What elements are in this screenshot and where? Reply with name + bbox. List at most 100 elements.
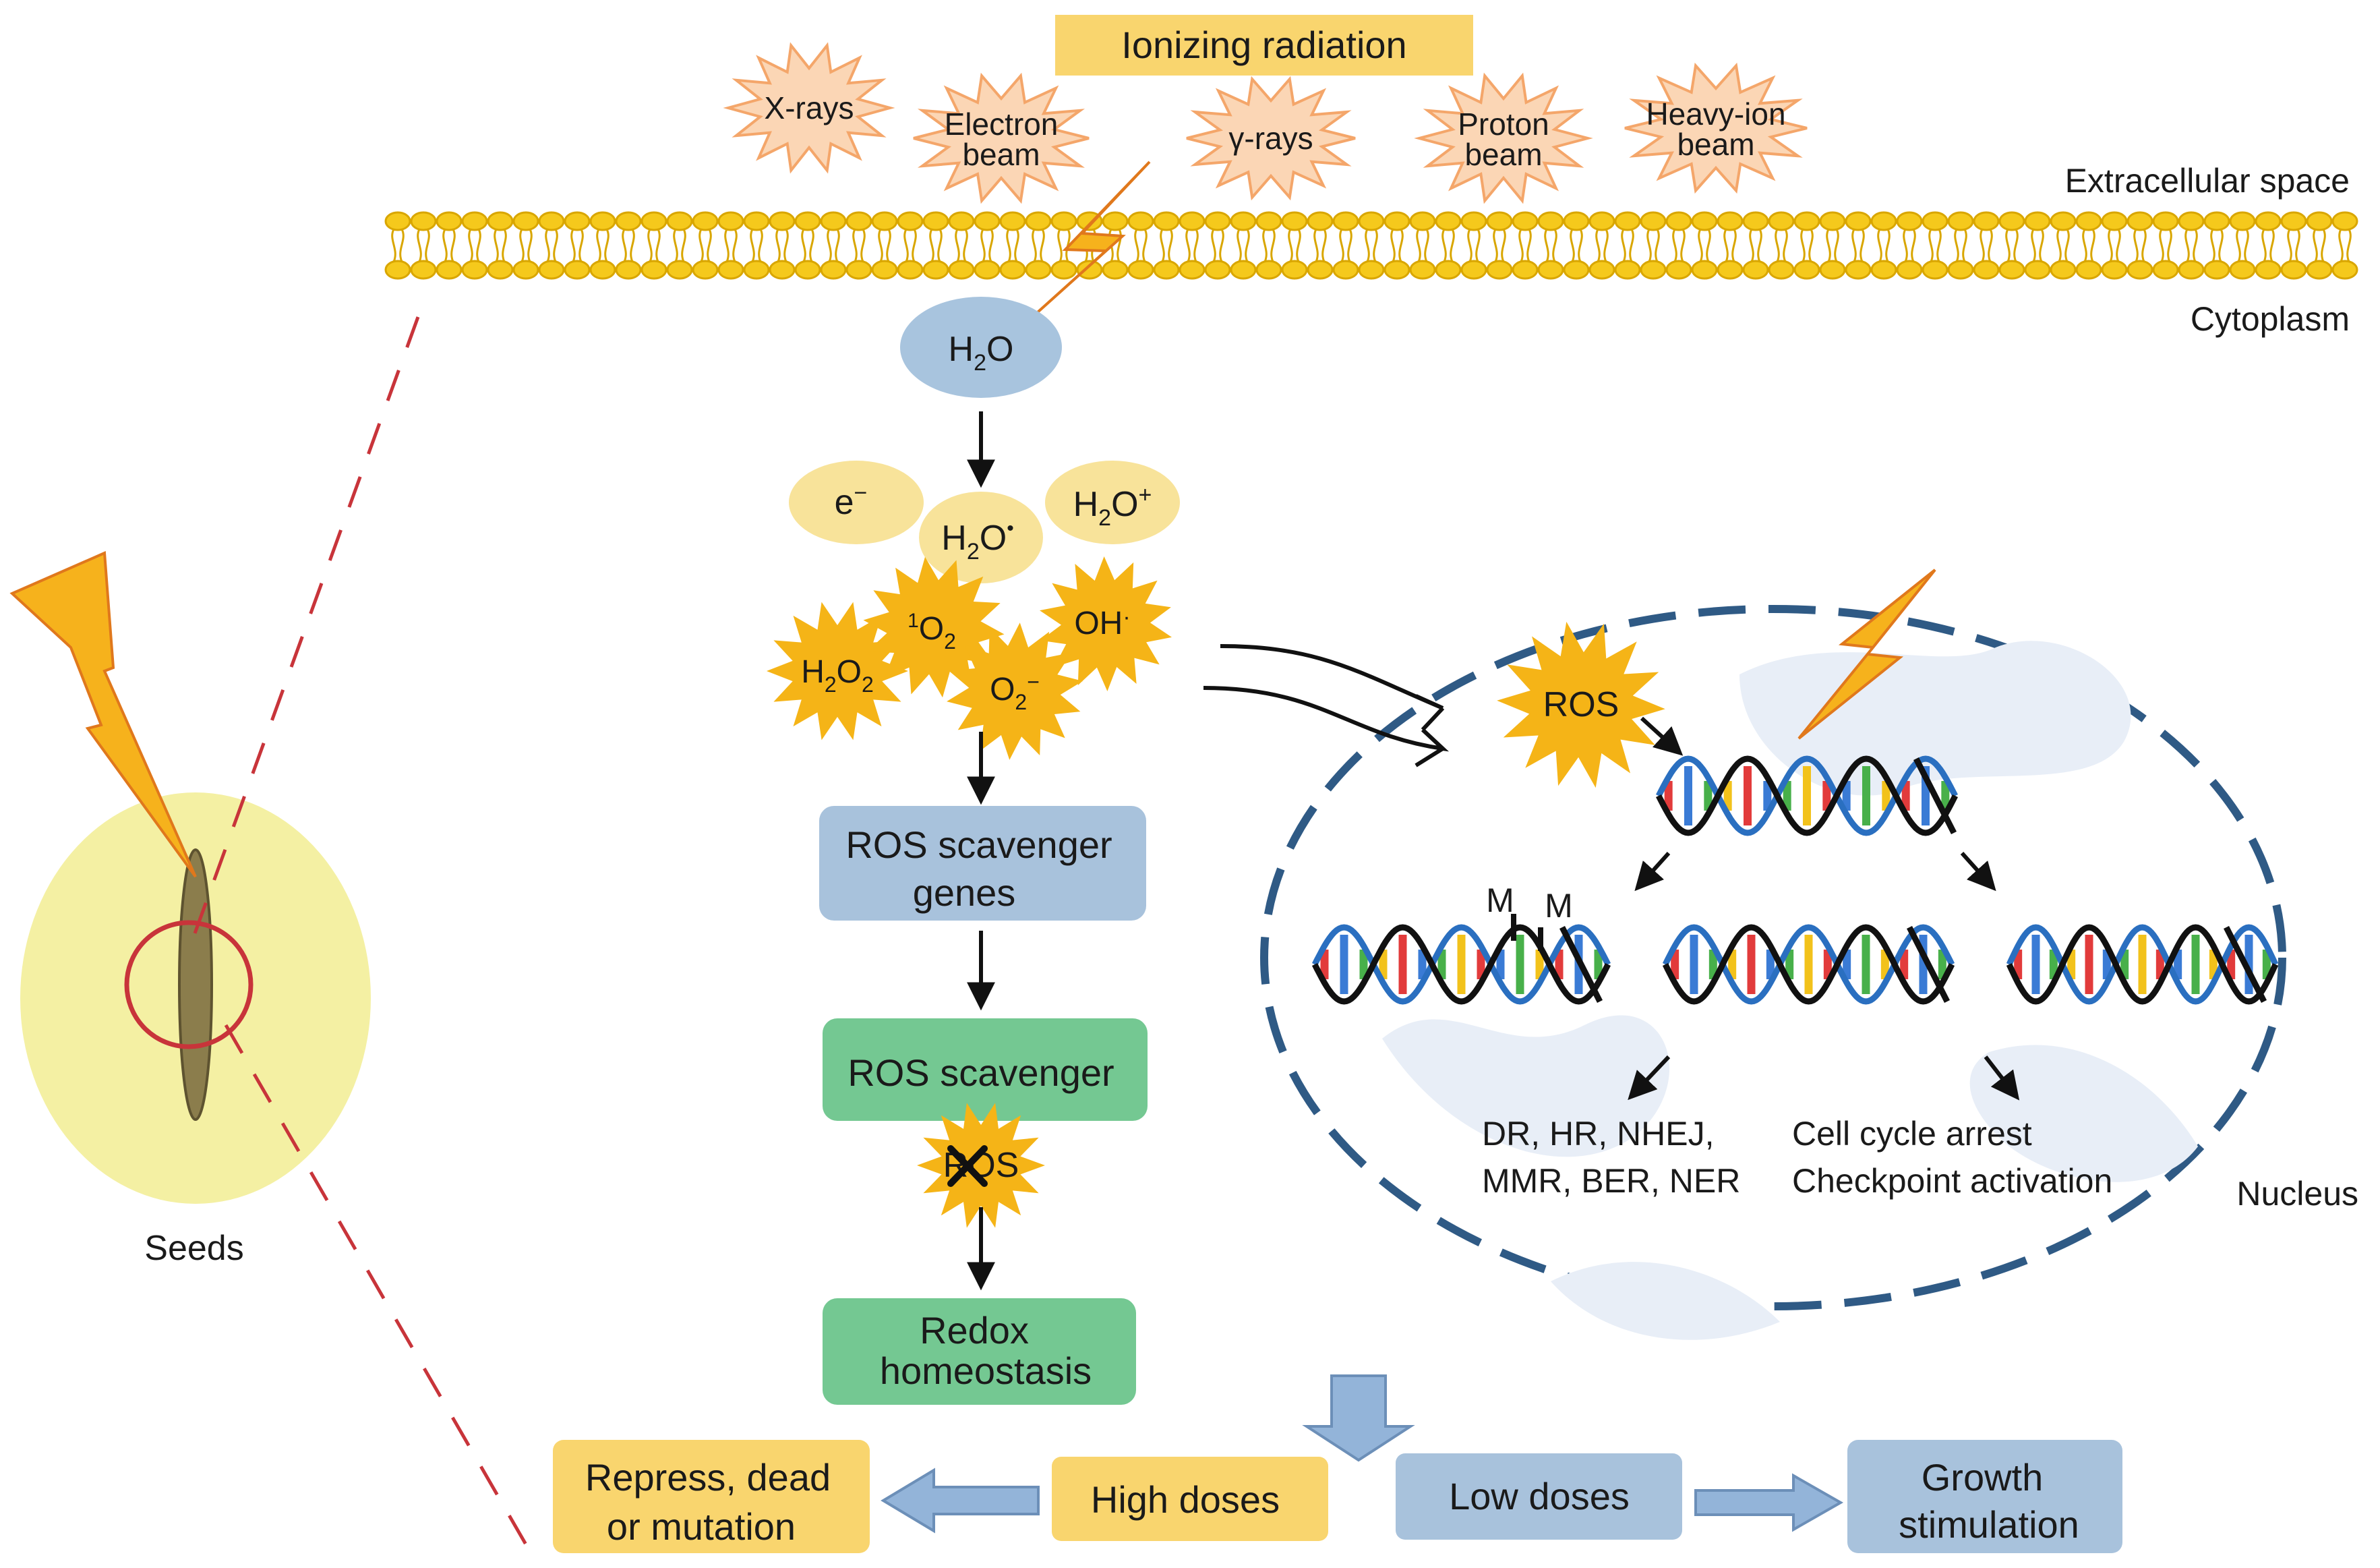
lipid-head: [1691, 211, 1718, 231]
lipid-head: [769, 260, 796, 280]
arrow-ros-dna: [1640, 716, 1684, 756]
lipid-tail: [519, 229, 533, 262]
genes-line2: genes: [913, 871, 1016, 914]
lipid-tail: [2338, 229, 2352, 262]
lipid-tail: [801, 229, 814, 262]
burst-label-1: Proton: [1458, 107, 1549, 142]
lipid-tail: [1518, 229, 1532, 262]
lipid-head: [1230, 211, 1257, 231]
lipid-head: [1563, 260, 1590, 280]
lipid-head: [1768, 260, 1795, 280]
lipid-tail: [570, 229, 584, 262]
lipid-head: [2178, 211, 2205, 231]
electron-ellipse: [789, 461, 924, 544]
lipid-tail: [2133, 229, 2147, 262]
lipid-tail: [2236, 229, 2249, 262]
lipid-head: [1742, 260, 1769, 280]
base-pair: [2085, 935, 2093, 994]
lipid-head: [589, 211, 616, 231]
base-pair: [1457, 935, 1466, 994]
redox-line2: homeostasis: [880, 1349, 1092, 1392]
lipid-tail: [1160, 229, 1173, 262]
lipid-tail: [1390, 229, 1404, 262]
lipid-tail: [417, 229, 430, 262]
lipid-tail: [442, 229, 456, 262]
lipid-head: [1486, 211, 1513, 231]
base-pair: [1555, 950, 1564, 979]
ros-star-0: [767, 602, 908, 741]
lipid-head: [1640, 211, 1667, 231]
base-pair: [1747, 935, 1756, 994]
lipid-head: [2255, 260, 2282, 280]
lipid-head: [615, 260, 642, 280]
lipid-head: [1588, 211, 1615, 231]
nucleus-ros-star: [1497, 621, 1665, 788]
lipid-head: [2101, 260, 2128, 280]
lipid-tail: [1288, 229, 1301, 262]
lipid-head: [1845, 260, 1872, 280]
lipid-head: [1768, 211, 1795, 231]
cytoplasm-label: Cytoplasm: [2191, 300, 2350, 338]
lipid-head: [743, 260, 770, 280]
lipid-head: [1793, 211, 1820, 231]
lipid-tail: [1211, 229, 1224, 262]
base-pair: [1477, 950, 1485, 979]
base-pair: [1880, 950, 1889, 979]
lipid-tail: [2056, 229, 2070, 262]
lipid-head: [999, 211, 1026, 231]
low-doses-text: Low doses: [1449, 1475, 1630, 1517]
strand-break: [1913, 757, 1957, 835]
ros-scavenger-box: ROS scavenger: [823, 1018, 1148, 1121]
lipid-head: [1537, 260, 1564, 280]
base-pair: [1340, 935, 1348, 994]
nucleus-label: Nucleus: [2236, 1175, 2358, 1213]
lipid-head: [2280, 211, 2307, 231]
lipid-head: [1255, 211, 1282, 231]
lipid-head: [538, 211, 565, 231]
base-pair: [1379, 950, 1388, 979]
dna-damaged: [1662, 924, 1955, 1005]
lipid-head: [1307, 260, 1334, 280]
lipid-tail: [622, 229, 635, 262]
base-pair: [1594, 950, 1603, 979]
lipid-head: [794, 211, 821, 231]
lipid-head: [1102, 260, 1129, 280]
genes-line1: ROS scavenger: [845, 823, 1112, 866]
lipid-head: [769, 211, 796, 231]
lipid-head: [1025, 260, 1052, 280]
lipid-tail: [1237, 229, 1250, 262]
response-line2: Checkpoint activation: [1792, 1162, 2112, 1200]
repair-line1: DR, HR, NHEJ,: [1482, 1115, 1714, 1153]
lipid-tail: [750, 229, 763, 262]
burst-label-2: beam: [962, 137, 1040, 172]
lipid-head: [2101, 211, 2128, 231]
lipid-head: [1153, 260, 1180, 280]
lipid-head: [922, 211, 949, 231]
focus-circle: [124, 920, 254, 1049]
lipid-head: [2024, 260, 2051, 280]
lipid-head: [666, 211, 693, 231]
base-pair: [1704, 781, 1713, 811]
repress-line2: or mutation: [607, 1505, 796, 1548]
lipid-head: [820, 260, 847, 280]
down-arrow-icon: [1302, 1374, 1415, 1462]
base-pair: [1744, 766, 1752, 825]
lipid-tail: [775, 229, 789, 262]
lipid-tail: [1006, 229, 1019, 262]
lipid-head: [2050, 260, 2077, 280]
lipid-head: [1512, 211, 1539, 231]
lipid-tail: [955, 229, 968, 262]
base-pair: [2174, 950, 2182, 979]
lipid-tail: [1185, 229, 1199, 262]
ros-star-1: [863, 556, 1005, 698]
lipid-head: [2229, 260, 2256, 280]
lipid-head: [1614, 260, 1641, 280]
methyl-mark-1: M: [1486, 881, 1514, 919]
lipid-head: [1435, 211, 1462, 231]
base-pair: [1708, 950, 1717, 979]
lipid-head: [384, 211, 411, 231]
lipid-head: [1563, 211, 1590, 231]
methyl-mark-2: M: [1545, 887, 1573, 925]
lipid-head: [487, 260, 514, 280]
arrow-dna-right: [1960, 851, 1996, 892]
